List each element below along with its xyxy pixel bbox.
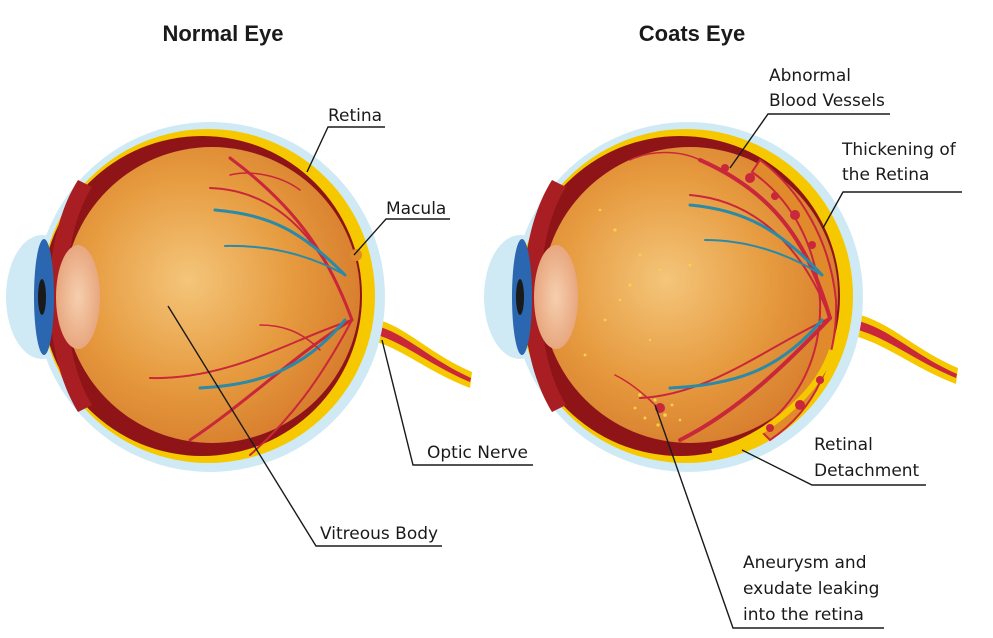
vitreous-body-leader <box>167 305 442 547</box>
pupil <box>38 279 46 315</box>
retinal-detachment-label-line-1: Retinal <box>814 435 873 455</box>
lens <box>56 245 100 349</box>
ciliary-body <box>49 180 92 412</box>
thickening-label-line-1: Thickening of <box>841 140 957 160</box>
normal-eye <box>6 122 472 472</box>
coats-retinal-vessels <box>614 151 832 442</box>
eyeball <box>64 147 360 443</box>
aneurysm-label-line-2: exudate leaking <box>743 579 879 599</box>
optic-nerve-label: Optic Nerve <box>427 443 528 463</box>
aneurysm-label-line-1: Aneurysm and <box>743 553 867 573</box>
coats-eye-labels: Abnormal Blood Vessels Thickening of the… <box>654 66 962 629</box>
macula <box>350 249 362 261</box>
abnormal-vessels-label-line-2: Blood Vessels <box>769 91 885 111</box>
normal-eye-labels: Retina Macula Optic Nerve Vitreous Body <box>167 106 533 547</box>
normal-eye-title: Normal Eye <box>162 21 283 46</box>
abnormal-vessels-leader <box>729 113 890 169</box>
coats-pupil <box>516 279 524 315</box>
retina-leader <box>306 126 385 173</box>
retinal-detachment-leader <box>741 449 926 486</box>
thickening-leader <box>822 191 962 229</box>
optic-nerve-core <box>352 323 471 382</box>
optic-nerve-leader <box>381 339 533 466</box>
vitreous-body-label: Vitreous Body <box>320 524 438 544</box>
macula-leader <box>353 218 450 256</box>
retina-label: Retina <box>328 106 382 126</box>
exudate-dots <box>583 208 692 427</box>
coats-eye-title: Coats Eye <box>639 21 745 46</box>
coats-eye <box>484 122 958 472</box>
aneurysm-leader <box>654 404 884 629</box>
abnormal-vessels-label-line-1: Abnormal <box>769 66 851 86</box>
retinal-detachment-label-line-2: Detachment <box>814 461 920 481</box>
coats-eyeball <box>542 147 838 443</box>
coats-optic-nerve-core <box>830 317 957 378</box>
coats-lens <box>534 245 578 349</box>
macula-label: Macula <box>386 199 446 219</box>
thickening-label-line-2: the Retina <box>842 165 929 185</box>
aneurysm-label-line-3: into the retina <box>743 605 864 625</box>
